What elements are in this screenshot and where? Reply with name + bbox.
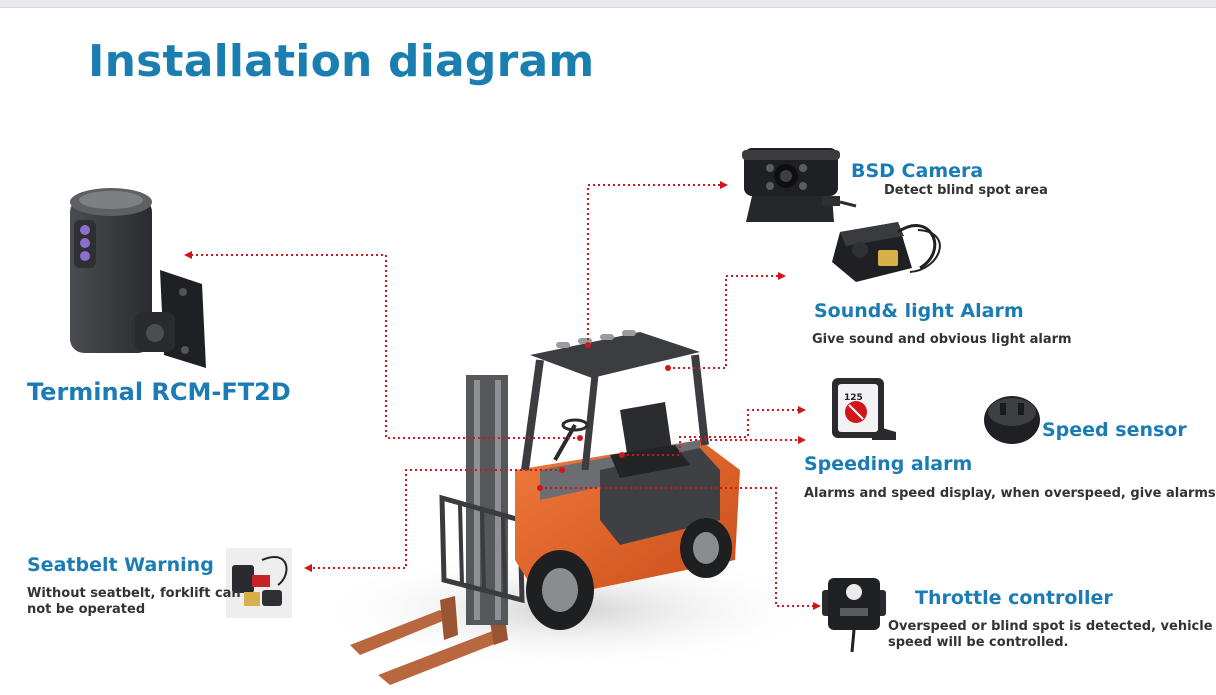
connector-terminal <box>190 254 580 439</box>
bsd-camera-image <box>742 148 857 222</box>
forklift-illustration <box>310 330 830 685</box>
speeding-alarm-description: Alarms and speed display, when overspeed… <box>804 486 1216 501</box>
speed-sensor-image <box>984 396 1040 444</box>
connector-arrowheads <box>184 181 821 610</box>
seatbelt-warning-description-line1: Without seatbelt, forklift can <box>27 586 241 601</box>
connector-seatbelt <box>310 469 562 569</box>
sound-alarm-description: Give sound and obvious light alarm <box>812 332 1072 347</box>
sound-alarm-label: Sound& light Alarm <box>814 300 1024 322</box>
page-title: Installation diagram <box>88 36 595 87</box>
seatbelt-warning-description-line2: not be operated <box>27 602 146 617</box>
terminal-device-image <box>70 188 206 368</box>
bsd-camera-description: Detect blind spot area <box>884 183 1048 198</box>
sound-alarm-image <box>832 222 941 282</box>
seatbelt-warning-label: Seatbelt Warning <box>27 554 214 576</box>
throttle-controller-description-line2: speed will be controlled. <box>888 635 1069 650</box>
speed-display-value: 125 <box>844 393 863 403</box>
throttle-controller-image <box>822 578 886 653</box>
connector-dots <box>537 342 671 491</box>
connector-throttle <box>540 487 815 607</box>
bsd-camera-label: BSD Camera <box>851 160 984 182</box>
window-top-bar <box>0 0 1216 8</box>
throttle-controller-label: Throttle controller <box>915 587 1113 609</box>
connector-speeding-alarm <box>622 409 800 456</box>
speeding-alarm-label: Speeding alarm <box>804 453 973 475</box>
connector-lines <box>190 184 815 607</box>
terminal-label: Terminal RCM-FT2D <box>27 378 291 406</box>
connector-bsd-camera <box>587 184 722 345</box>
connector-sound-alarm <box>668 275 780 369</box>
throttle-controller-description-line1: Overspeed or blind spot is detected, veh… <box>888 619 1213 634</box>
speeding-alarm-image <box>832 378 896 440</box>
speed-sensor-label: Speed sensor <box>1042 419 1187 441</box>
seatbelt-warning-image <box>226 548 292 618</box>
